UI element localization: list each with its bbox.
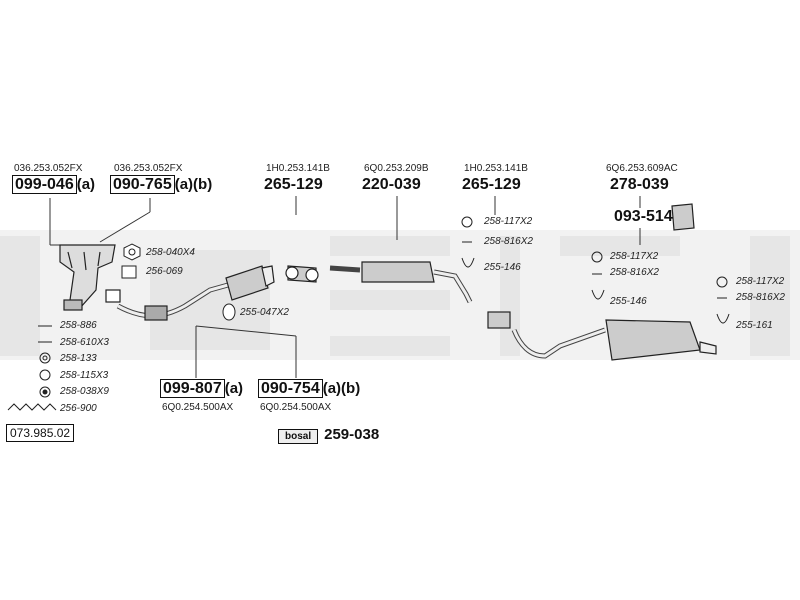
brand-part[interactable]: bosal 259-038 — [278, 426, 379, 444]
fitting-mid-ring: 258-117X2 — [484, 216, 533, 227]
fitting-rear-bolt: 258-816X2 — [610, 267, 659, 278]
part-suffix: (a) — [224, 380, 244, 397]
oem-front-pipe-1: 1H0.253.141B — [266, 163, 330, 174]
fitting-mid-bolt: 258-816X2 — [484, 236, 533, 247]
fitting-list-item: 258-886 — [60, 320, 97, 331]
heat-shield-drawing — [671, 203, 695, 231]
clamp-icon — [222, 303, 236, 321]
brand-part-number: 259-038 — [324, 426, 380, 443]
fitting-mid-hanger: 255-146 — [484, 262, 521, 273]
part-suffix: (a) — [76, 176, 96, 193]
fitting-rear-hanger: 255-146 — [610, 296, 647, 307]
oem-middle-silencer: 6Q0.253.209B — [364, 163, 429, 174]
oem-manifold-a: 036.253.052FX — [14, 163, 83, 174]
middle-silencer-drawing — [329, 261, 473, 304]
fitting-nut-manifold: 258-040X4 — [146, 247, 195, 258]
fitting-list-item: 256-900 — [60, 403, 97, 414]
oem-rear-silencer: 6Q6.253.609AC — [606, 163, 678, 174]
fitting-list-item: 258-133 — [60, 353, 97, 364]
catalyst-pipe-drawing — [116, 265, 275, 321]
part-number: 099-046 — [12, 175, 77, 194]
oem-front-pipe-2: 1H0.253.141B — [464, 163, 528, 174]
fitting-list-item: 258-115X3 — [60, 370, 109, 381]
part-number: 090-754 — [258, 379, 323, 398]
manifold-drawing — [59, 244, 121, 311]
oem-manifold-b: 036.253.052FX — [114, 163, 183, 174]
fitting-list-item: 258-610X3 — [60, 337, 109, 348]
gasket-icon — [121, 265, 137, 279]
part-suffix: (a)(b) — [174, 176, 213, 193]
part-manifold-a[interactable]: 099-046(a) — [12, 175, 96, 194]
brand-badge: bosal — [278, 429, 319, 444]
part-number: 090-765 — [110, 175, 175, 194]
part-manifold-b[interactable]: 090-765(a)(b) — [110, 175, 213, 194]
fitting-tail-hanger: 255-161 — [736, 320, 773, 331]
fitting-list-item: 258-038X9 — [60, 386, 109, 397]
part-front-pipe-2[interactable]: 265-129 — [462, 176, 521, 193]
fitting-clamp-cat: 255-047X2 — [240, 307, 289, 318]
fitting-rear-ring: 258-117X2 — [610, 251, 659, 262]
part-heat-shield[interactable]: 093-514 — [614, 208, 673, 225]
rear-silencer-drawing — [487, 311, 717, 361]
nut-icon — [123, 243, 141, 261]
fitting-tail-bolt: 258-816X2 — [736, 292, 785, 303]
part-middle-silencer[interactable]: 220-039 — [362, 176, 421, 193]
oem-catalyst-b: 6Q0.254.500AX — [260, 402, 332, 413]
oem-catalyst-a: 6Q0.254.500AX — [162, 402, 234, 413]
flex-pipe-drawing — [285, 265, 319, 283]
part-catalyst-a[interactable]: 099-807(a) — [160, 379, 244, 398]
part-rear-silencer[interactable]: 278-039 — [610, 176, 669, 193]
part-catalyst-b[interactable]: 090-754(a)(b) — [258, 379, 361, 398]
part-front-pipe-1[interactable]: 265-129 — [264, 176, 323, 193]
fitting-gasket-manifold: 256-069 — [146, 266, 183, 277]
catalog-reference: 073.985.02 — [6, 424, 75, 442]
fitting-tail-ring: 258-117X2 — [736, 276, 785, 287]
part-number: 099-807 — [160, 379, 225, 398]
part-suffix: (a)(b) — [322, 380, 361, 397]
